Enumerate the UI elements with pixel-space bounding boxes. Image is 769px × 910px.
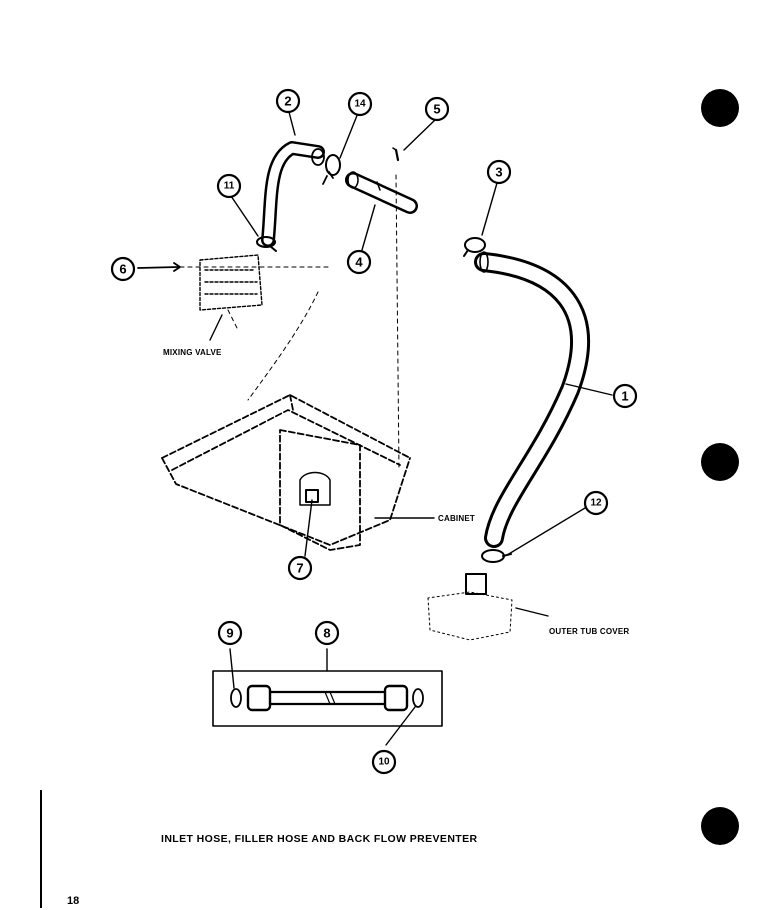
callout-5-label: 5 [433,102,440,117]
mixing-valve-label: MIXING VALVE [163,348,222,357]
callout-1: 1 [612,383,638,409]
backflow-preventer-mount [299,471,331,506]
callout-7: 7 [287,555,313,581]
clamp-part-11 [256,236,277,252]
back-flow-tube-part-4 [345,171,418,214]
callout-6: 6 [110,256,136,282]
outer-tub-cover [427,573,513,641]
callout-14-label: 14 [354,99,366,110]
callout-14: 14 [347,91,373,117]
callout-11: 11 [216,173,242,199]
callout-8: 8 [314,620,340,646]
callout-7-label: 7 [296,561,303,576]
callout-12: 12 [583,490,609,516]
callout-4: 4 [346,249,372,275]
callout-2: 2 [275,88,301,114]
cabinet-label: CABINET [438,514,475,523]
callout-8-label: 8 [323,626,330,641]
callout-10: 10 [371,749,397,775]
callout-6-label: 6 [119,262,126,277]
callout-2-label: 2 [284,94,291,109]
page-number: 18 [67,895,80,907]
binder-hole-top [701,89,739,127]
clamp-part-14 [322,154,341,185]
cabinet-outline [161,394,411,551]
elbow-hose-part-2 [261,141,325,247]
binder-hole-middle [701,443,739,481]
callout-11-label: 11 [224,181,235,192]
callout-1-label: 1 [621,389,628,404]
screw-part-5 [392,147,400,162]
callout-12-label: 12 [590,498,602,509]
fill-hose-part-1 [474,251,590,548]
leader-lines [179,174,400,471]
mixing-valve [199,254,263,311]
clamp-part-3 [463,237,486,257]
figure-caption: INLET HOSE, FILLER HOSE AND BACK FLOW PR… [161,833,478,845]
binder-hole-bottom [701,807,739,845]
callout-9: 9 [217,620,243,646]
outer-tub-cover-label: OUTER TUB COVER [549,627,629,636]
callout-4-label: 4 [355,255,363,270]
screw-part-6 [137,262,181,272]
callout-3: 3 [486,159,512,185]
inlet-hose-assembly-part-8 [212,648,443,746]
callout-3-label: 3 [495,165,502,180]
clamp-part-12 [481,549,512,563]
margin-line [40,790,42,908]
callout-10-label: 10 [378,757,390,768]
callout-5: 5 [424,96,450,122]
callout-9-label: 9 [226,626,233,641]
